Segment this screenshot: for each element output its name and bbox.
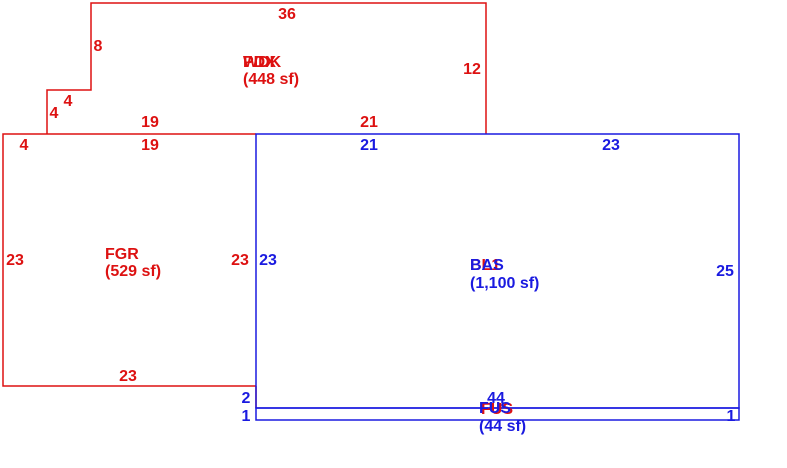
dim-fgr-left: 23 — [6, 252, 24, 269]
dim-bas-top-right: 23 — [602, 137, 620, 154]
bas-area: (1,100 sf) — [470, 275, 539, 292]
fgr-label: FGR — [105, 246, 139, 263]
fgr-outline — [2, 133, 256, 387]
dim-fgr-bottom-step: 2 — [242, 390, 251, 407]
fgr-area: (529 sf) — [105, 263, 161, 280]
dim-bas-right: 25 — [716, 263, 734, 280]
bas-label: BAS — [470, 257, 504, 274]
dim-fgr-top: 19 — [141, 137, 159, 154]
dim-fgr-top-left: 4 — [20, 137, 29, 154]
dim-wdk-left-upper: 8 — [94, 38, 103, 55]
fus-outline — [255, 407, 740, 421]
wdk-overlay-label: PDX — [243, 54, 276, 71]
dim-bas-top-left: 21 — [360, 137, 378, 154]
dim-fus-left: 1 — [242, 408, 251, 425]
wdk-area: (448 sf) — [243, 71, 299, 88]
bas-overlay-label: BL1 — [470, 257, 500, 274]
dim-wdk-bottom-left: 19 — [141, 114, 159, 131]
fus-overlay-label: FUS — [481, 401, 513, 418]
dim-wdk-step-vertical: 4 — [50, 105, 59, 122]
wdk-label: WDK — [243, 54, 282, 71]
dim-fus-right: 1 — [727, 408, 736, 425]
dim-wdk-right: 12 — [463, 61, 481, 78]
dim-bas-bottom: 44 — [487, 390, 505, 407]
wdk-outline — [46, 2, 487, 134]
fus-label: FUS — [479, 400, 511, 417]
dim-wdk-step-horizontal: 4 — [64, 93, 73, 110]
dim-wdk-bottom-right: 21 — [360, 114, 378, 131]
fus-area: (44 sf) — [479, 418, 526, 435]
dim-bas-left: 23 — [259, 252, 277, 269]
dim-wdk-top: 36 — [278, 6, 296, 23]
dim-fgr-bottom: 23 — [119, 368, 137, 385]
dim-fgr-right: 23 — [231, 252, 249, 269]
